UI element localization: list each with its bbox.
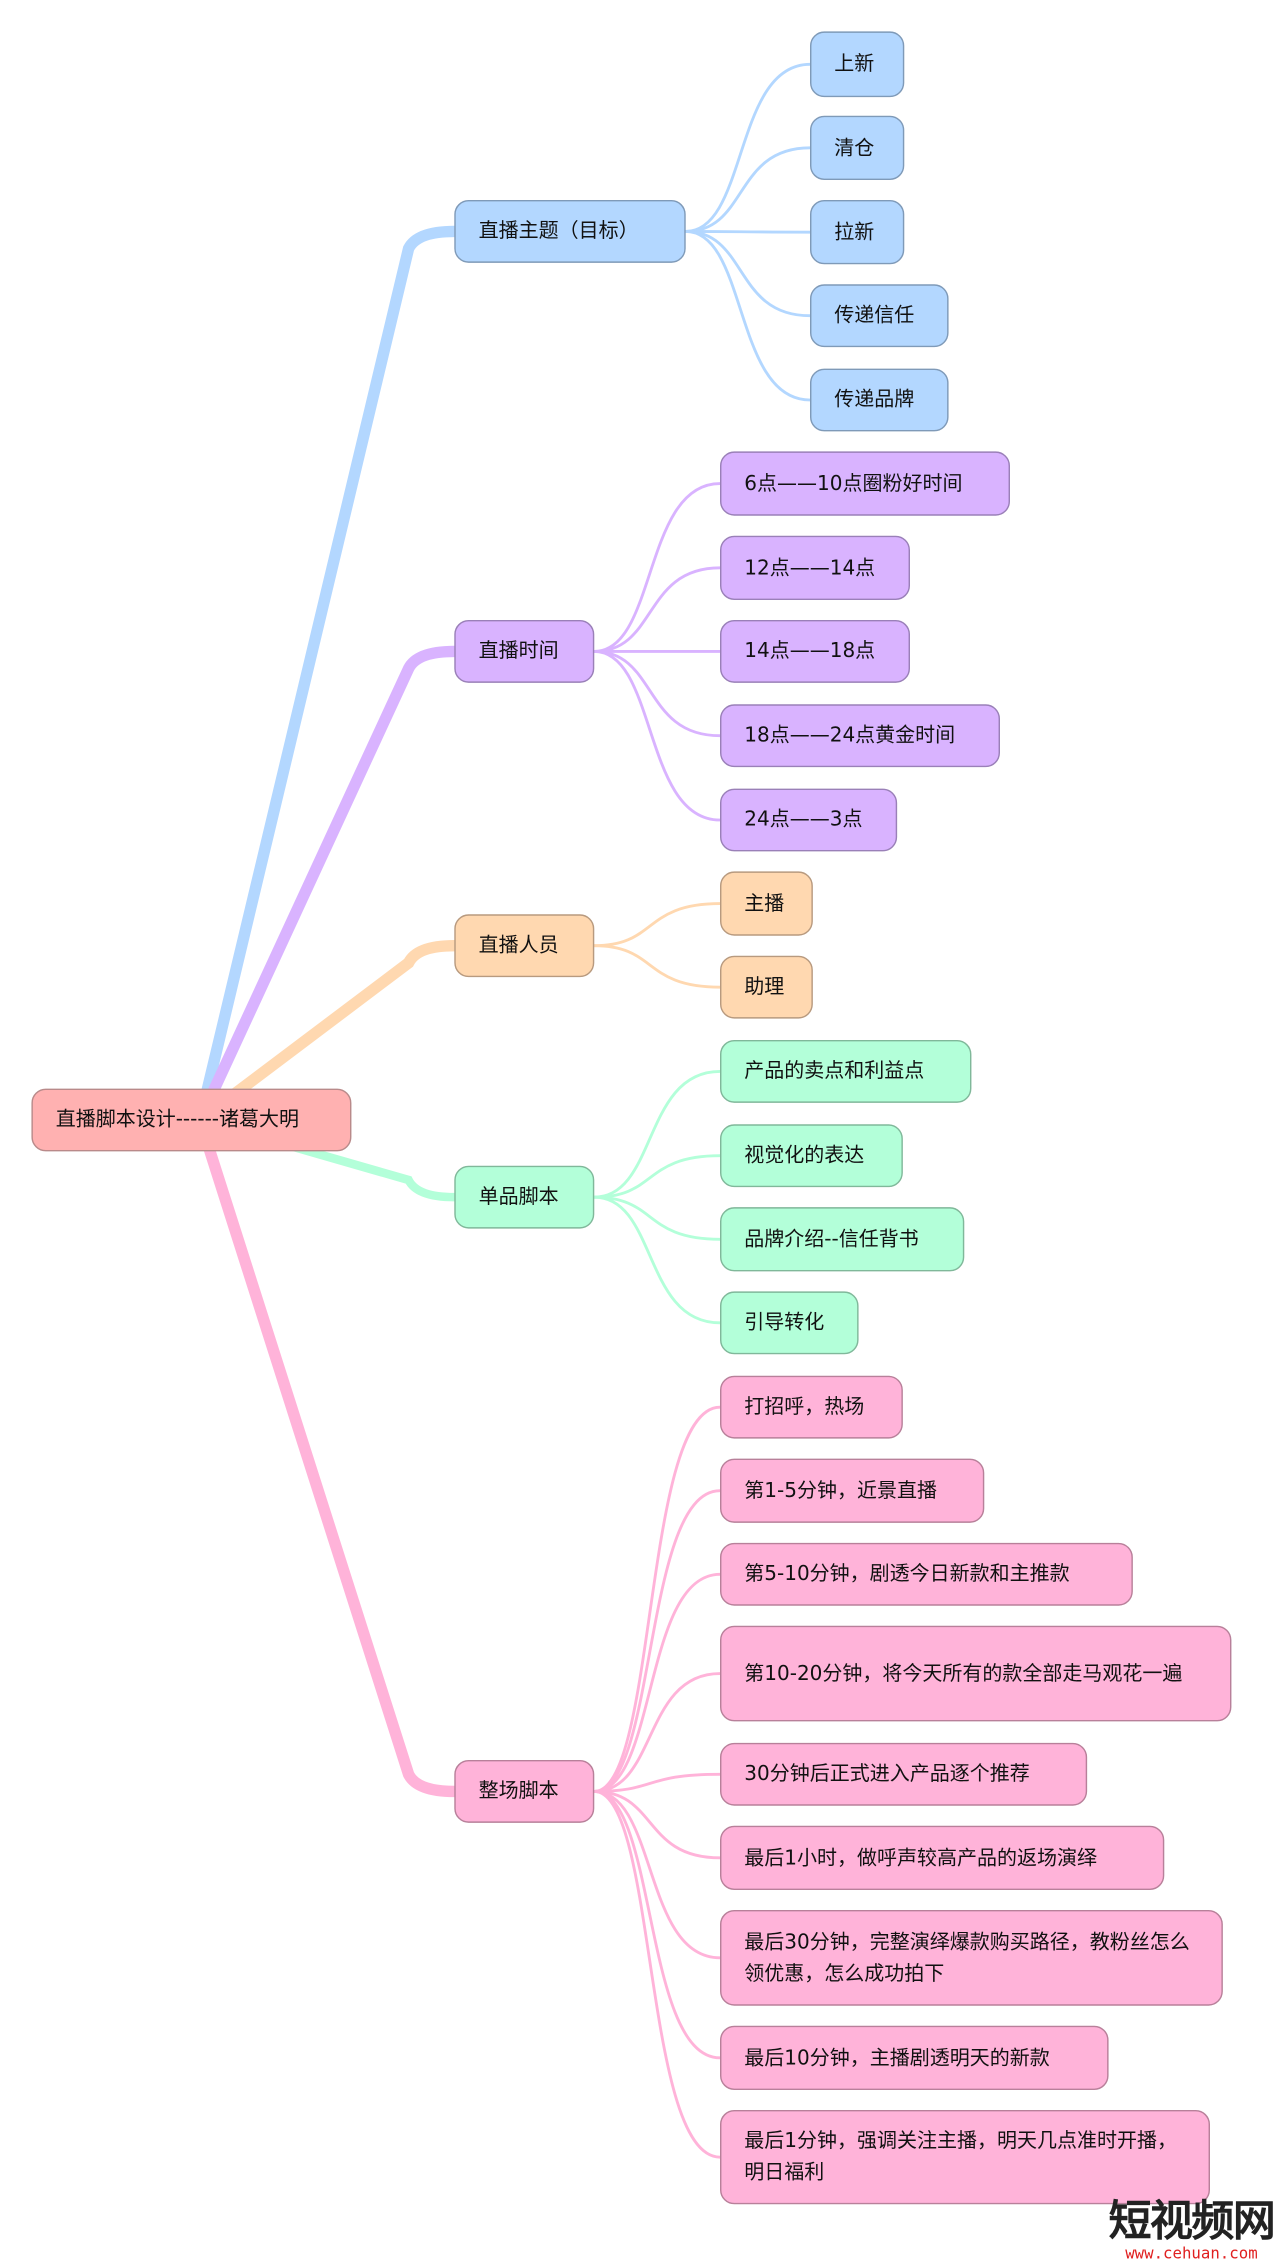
node-label: 拉新 xyxy=(834,220,875,244)
leaf-node[interactable]: 最后10分钟，主播剧透明天的新款 xyxy=(719,2025,1109,2090)
branch-edge xyxy=(592,1772,722,1793)
branch-node[interactable]: 直播时间 xyxy=(454,619,595,683)
watermark-url: www.cehuan.com xyxy=(1125,2244,1258,2263)
branch-node[interactable]: 整场脚本 xyxy=(454,1759,595,1823)
branch-edge xyxy=(592,1489,722,1793)
node-label: 整场脚本 xyxy=(478,1779,559,1803)
branch-edge xyxy=(592,649,722,738)
branch-edge xyxy=(592,1672,722,1793)
node-label: 18点——24点黄金时间 xyxy=(744,724,956,748)
leaf-node[interactable]: 24点——3点 xyxy=(719,788,898,852)
node-label: 24点——3点 xyxy=(744,808,863,832)
branch-node[interactable]: 直播主题（目标） xyxy=(454,199,686,263)
node-label: 直播主题（目标） xyxy=(478,219,639,243)
leaf-node[interactable]: 产品的卖点和利益点 xyxy=(719,1039,972,1103)
root-edge xyxy=(195,1115,459,1202)
branch-edge xyxy=(592,1195,722,1241)
node-label: 上新 xyxy=(834,52,875,76)
node-label: 传递信任 xyxy=(834,304,915,328)
root-edge xyxy=(194,939,460,1126)
watermark-title: 短视频网 xyxy=(1108,2197,1276,2248)
node-label: 打招呼，热场 xyxy=(744,1395,865,1419)
node-label: 主播 xyxy=(744,892,785,915)
node-label: 品牌介绍--信任背书 xyxy=(744,1227,919,1251)
branch-edge xyxy=(592,649,722,822)
leaf-node[interactable]: 最后1小时，做呼声较高产品的返场演绎 xyxy=(719,1825,1165,1890)
branch-edge xyxy=(684,146,812,233)
node-label: 第1-5分钟，近景直播 xyxy=(744,1479,937,1503)
branch-edge xyxy=(592,944,722,989)
leaf-node[interactable]: 最后30分钟，完整演绎爆款购买路径，教粉丝怎么领优惠，怎么成功拍下 xyxy=(719,1909,1223,2006)
node-label: 30分钟后正式进入产品逐个推荐 xyxy=(744,1762,1030,1786)
root-edge xyxy=(194,645,460,1126)
node-label: 单品脚本 xyxy=(478,1185,559,1209)
branch-edge xyxy=(592,1405,722,1793)
leaf-node[interactable]: 最后1分钟，强调关注主播，明天几点准时开播，明日福利 xyxy=(719,2109,1210,2205)
node-label: 第10-20分钟，将今天所有的款全部走马观花一遍 xyxy=(744,1662,1183,1685)
node-label: 最后1分钟，强调关注主播，明天几点准时开播，明日福利 xyxy=(744,2129,1178,2185)
node-label: 直播时间 xyxy=(478,639,559,663)
leaf-node[interactable]: 引导转化 xyxy=(719,1291,859,1355)
leaf-node[interactable]: 传递信任 xyxy=(809,284,949,348)
branch-edge xyxy=(684,229,812,402)
leaf-node[interactable]: 拉新 xyxy=(809,199,905,265)
node-label: 传递品牌 xyxy=(834,388,915,412)
branch-edge xyxy=(592,1789,722,2060)
branch-edge xyxy=(592,1789,722,1860)
leaf-node[interactable]: 第10-20分钟，将今天所有的款全部走马观花一遍 xyxy=(719,1625,1232,1722)
node-label: 12点——14点 xyxy=(744,556,876,580)
leaf-node[interactable]: 主播 xyxy=(719,871,813,936)
leaf-node[interactable]: 传递品牌 xyxy=(809,368,949,432)
branch-node[interactable]: 单品脚本 xyxy=(454,1165,595,1229)
branch-edge xyxy=(592,1572,722,1793)
node-label: 直播人员 xyxy=(478,934,559,958)
branch-edge xyxy=(592,1789,722,2159)
node-label: 第5-10分钟，剧透今日新款和主推款 xyxy=(744,1562,1070,1586)
node-label: 助理 xyxy=(744,975,785,999)
node-label: 引导转化 xyxy=(744,1311,825,1335)
watermark: 短视频网 www.cehuan.com xyxy=(1108,2197,1276,2263)
branch-edge xyxy=(592,1154,722,1199)
branch-edge xyxy=(684,229,812,234)
branch-edge xyxy=(592,1069,722,1199)
leaf-node[interactable]: 上新 xyxy=(809,31,905,98)
node-label: 最后30分钟，完整演绎爆款购买路径，教粉丝怎么领优惠，怎么成功拍下 xyxy=(744,1930,1190,1985)
leaf-node[interactable]: 第1-5分钟，近景直播 xyxy=(719,1458,985,1523)
branch-node[interactable]: 直播人员 xyxy=(454,914,595,978)
node-label: 最后1小时，做呼声较高产品的返场演绎 xyxy=(744,1846,1098,1870)
leaf-node[interactable]: 品牌介绍--信任背书 xyxy=(719,1207,965,1272)
node-label: 视觉化的表达 xyxy=(744,1144,865,1168)
branch-edge xyxy=(592,566,722,653)
leaf-node[interactable]: 清仓 xyxy=(809,115,905,180)
leaf-node[interactable]: 第5-10分钟，剧透今日新款和主推款 xyxy=(719,1542,1133,1606)
leaf-node[interactable]: 视觉化的表达 xyxy=(719,1124,903,1188)
branch-edge xyxy=(684,62,812,233)
node-label: 产品的卖点和利益点 xyxy=(744,1059,925,1083)
node-label: 最后10分钟，主播剧透明天的新款 xyxy=(744,2046,1050,2070)
root-edge xyxy=(194,1114,460,1798)
node-label: 直播脚本设计------诸葛大明 xyxy=(55,1108,300,1132)
branch-edge xyxy=(592,902,722,948)
leaf-node[interactable]: 18点——24点黄金时间 xyxy=(719,704,1000,768)
leaf-node[interactable]: 12点——14点 xyxy=(719,535,910,600)
leaf-node[interactable]: 6点——10点圈粉好时间 xyxy=(719,451,1010,516)
leaf-node[interactable]: 打招呼，热场 xyxy=(719,1375,903,1439)
node-label: 6点——10点圈粉好时间 xyxy=(744,472,963,495)
root-node[interactable]: 直播脚本设计------诸葛大明 xyxy=(31,1088,352,1152)
branch-edge xyxy=(684,229,812,318)
branch-edge xyxy=(592,1195,722,1325)
leaf-node[interactable]: 助理 xyxy=(719,955,813,1019)
branch-edge xyxy=(592,482,722,653)
root-edge xyxy=(194,225,460,1126)
node-label: 清仓 xyxy=(834,136,875,160)
branch-edge xyxy=(592,1789,722,1960)
leaf-node[interactable]: 30分钟后正式进入产品逐个推荐 xyxy=(719,1742,1088,1806)
node-label: 14点——18点 xyxy=(744,639,876,663)
leaf-node[interactable]: 14点——18点 xyxy=(719,619,910,683)
